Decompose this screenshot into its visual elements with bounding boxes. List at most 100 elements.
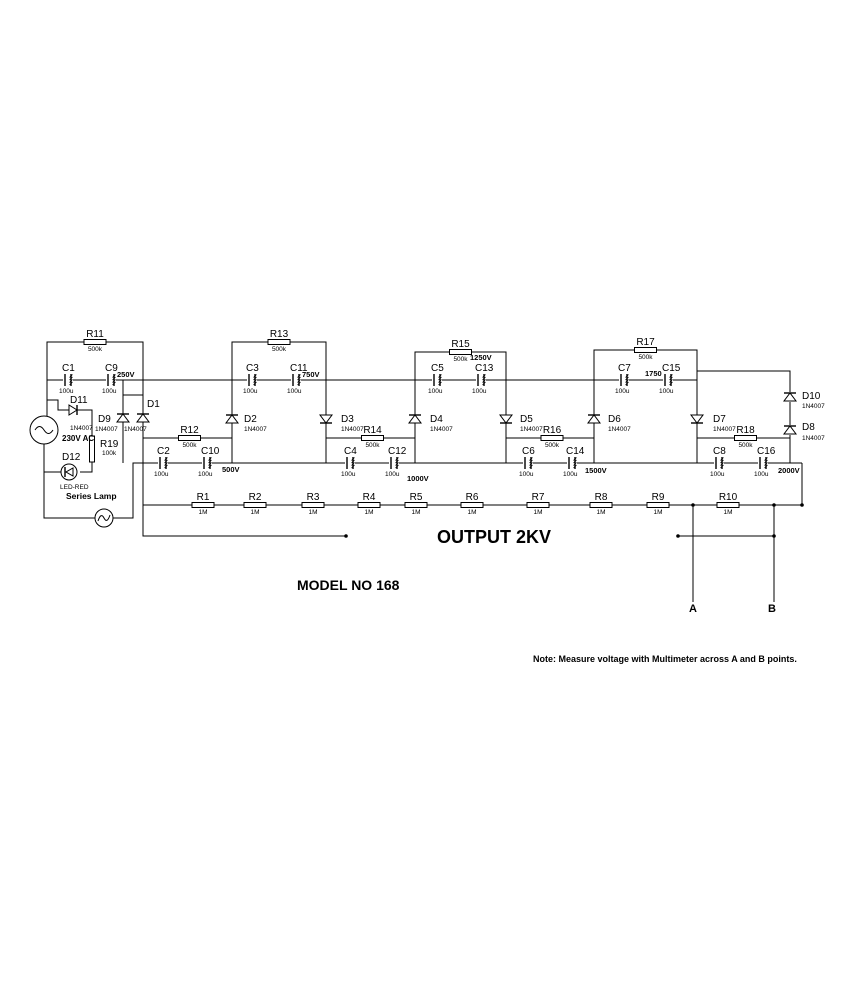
capacitor-c12 — [389, 456, 399, 470]
resistor-label: R5 — [410, 492, 423, 503]
resistor-value: 1M — [308, 509, 317, 516]
resistor-r4 — [357, 502, 381, 508]
diode-label: D11 — [70, 395, 88, 406]
resistor-value: 1M — [467, 509, 476, 516]
diode-d2 — [225, 414, 239, 424]
diode-value: 1N4007 — [70, 425, 93, 432]
capacitor-value: 100u — [385, 471, 400, 478]
capacitor-value: 100u — [659, 388, 674, 395]
resistor-value: 1M — [653, 509, 662, 516]
capacitor-value: 100u — [243, 388, 258, 395]
capacitor-c5 — [432, 373, 442, 387]
resistor-r10 — [716, 502, 740, 508]
diode-label: D10 — [802, 391, 821, 402]
r19-led-wire — [80, 462, 93, 473]
diode-value: 1N4007 — [802, 403, 825, 410]
capacitor-c13 — [476, 373, 486, 387]
return-wire — [142, 463, 346, 537]
resistor-r18 — [734, 435, 757, 441]
capacitor-label: C12 — [388, 446, 407, 457]
resistor-value: 1M — [364, 509, 373, 516]
resistor-label: R9 — [652, 492, 665, 503]
resistor-label: R2 — [249, 492, 262, 503]
diode-label: D7 — [713, 414, 726, 425]
diode-d9 — [116, 413, 130, 423]
capacitor-label: C14 — [566, 446, 585, 457]
d8-output-wire — [789, 435, 802, 464]
model-label: MODEL NO 168 — [297, 577, 400, 593]
capacitor-value: 100u — [615, 388, 630, 395]
capacitor-c8 — [714, 456, 724, 470]
resistor-r12 — [178, 435, 201, 441]
capacitor-value: 100u — [472, 388, 487, 395]
resistor-r6 — [460, 502, 484, 508]
resistor-value: 1M — [250, 509, 259, 516]
diode-d5 — [499, 414, 513, 424]
led-d12 — [60, 463, 78, 481]
resistor-label: R4 — [363, 492, 376, 503]
resistor-label: R16 — [543, 425, 562, 436]
capacitor-value: 100u — [519, 471, 534, 478]
resistor-label: R7 — [532, 492, 545, 503]
capacitor-value: 100u — [198, 471, 213, 478]
diode-d3 — [319, 414, 333, 424]
junction-dot — [691, 503, 695, 507]
capacitor-c1 — [63, 373, 73, 387]
voltage-marker: 1250V — [470, 353, 492, 362]
diode-value: 1N4007 — [430, 426, 453, 433]
resistor-r2 — [243, 502, 267, 508]
capacitor-value: 100u — [563, 471, 578, 478]
resistor-r16 — [540, 435, 564, 441]
capacitor-label: C9 — [105, 363, 118, 374]
capacitor-value: 100u — [428, 388, 443, 395]
resistor-r17 — [634, 347, 657, 353]
capacitor-c16 — [758, 456, 768, 470]
diode-label: D5 — [520, 414, 533, 425]
voltage-marker: 1000V — [407, 474, 429, 483]
lamp-return-wire — [113, 462, 143, 519]
voltage-marker: 1750 — [645, 369, 662, 378]
diode-value: 1N4007 — [244, 426, 267, 433]
resistor-value: 1M — [723, 509, 732, 516]
capacitor-c15 — [663, 373, 673, 387]
capacitor-label: C15 — [662, 363, 681, 374]
capacitor-value: 100u — [287, 388, 302, 395]
capacitor-c6 — [523, 456, 533, 470]
resistor-value: 500k — [182, 442, 197, 449]
capacitor-label: C4 — [344, 446, 357, 457]
resistor-r3 — [301, 502, 325, 508]
diode-label: D9 — [98, 414, 111, 425]
diode-value: 1N4007 — [520, 426, 543, 433]
capacitor-c9 — [106, 373, 116, 387]
capacitor-label: C16 — [757, 446, 776, 457]
diode-value: 1N4007 — [802, 435, 825, 442]
capacitor-c4 — [345, 456, 355, 470]
diode-label: D3 — [341, 414, 354, 425]
series-lamp-label: Series Lamp — [66, 491, 117, 501]
resistor-value: 500k — [88, 346, 103, 353]
capacitor-label: C13 — [475, 363, 494, 374]
diode-d4 — [408, 414, 422, 424]
resistor-value: 500k — [545, 442, 560, 449]
junction-dot — [676, 534, 680, 538]
resistor-r5 — [404, 502, 428, 508]
capacitor-c7 — [619, 373, 629, 387]
diode-label: D6 — [608, 414, 621, 425]
resistor-value: 1M — [533, 509, 542, 516]
voltage-marker: 500V — [222, 465, 240, 474]
resistor-label: R3 — [307, 492, 320, 503]
supply-voltage-label: 230V AC — [62, 434, 94, 443]
diode-d11 — [68, 404, 78, 416]
resistor-label: R18 — [736, 425, 755, 436]
series-lamp — [94, 508, 114, 528]
resistor-r1 — [191, 502, 215, 508]
resistor-r19 — [89, 435, 95, 463]
diode-value: 1N4007 — [608, 426, 631, 433]
resistor-label: R10 — [719, 492, 738, 503]
diode-d6 — [587, 414, 601, 424]
resistor-label: R8 — [595, 492, 608, 503]
resistor-r7 — [526, 502, 550, 508]
resistor-label: R1 — [197, 492, 210, 503]
